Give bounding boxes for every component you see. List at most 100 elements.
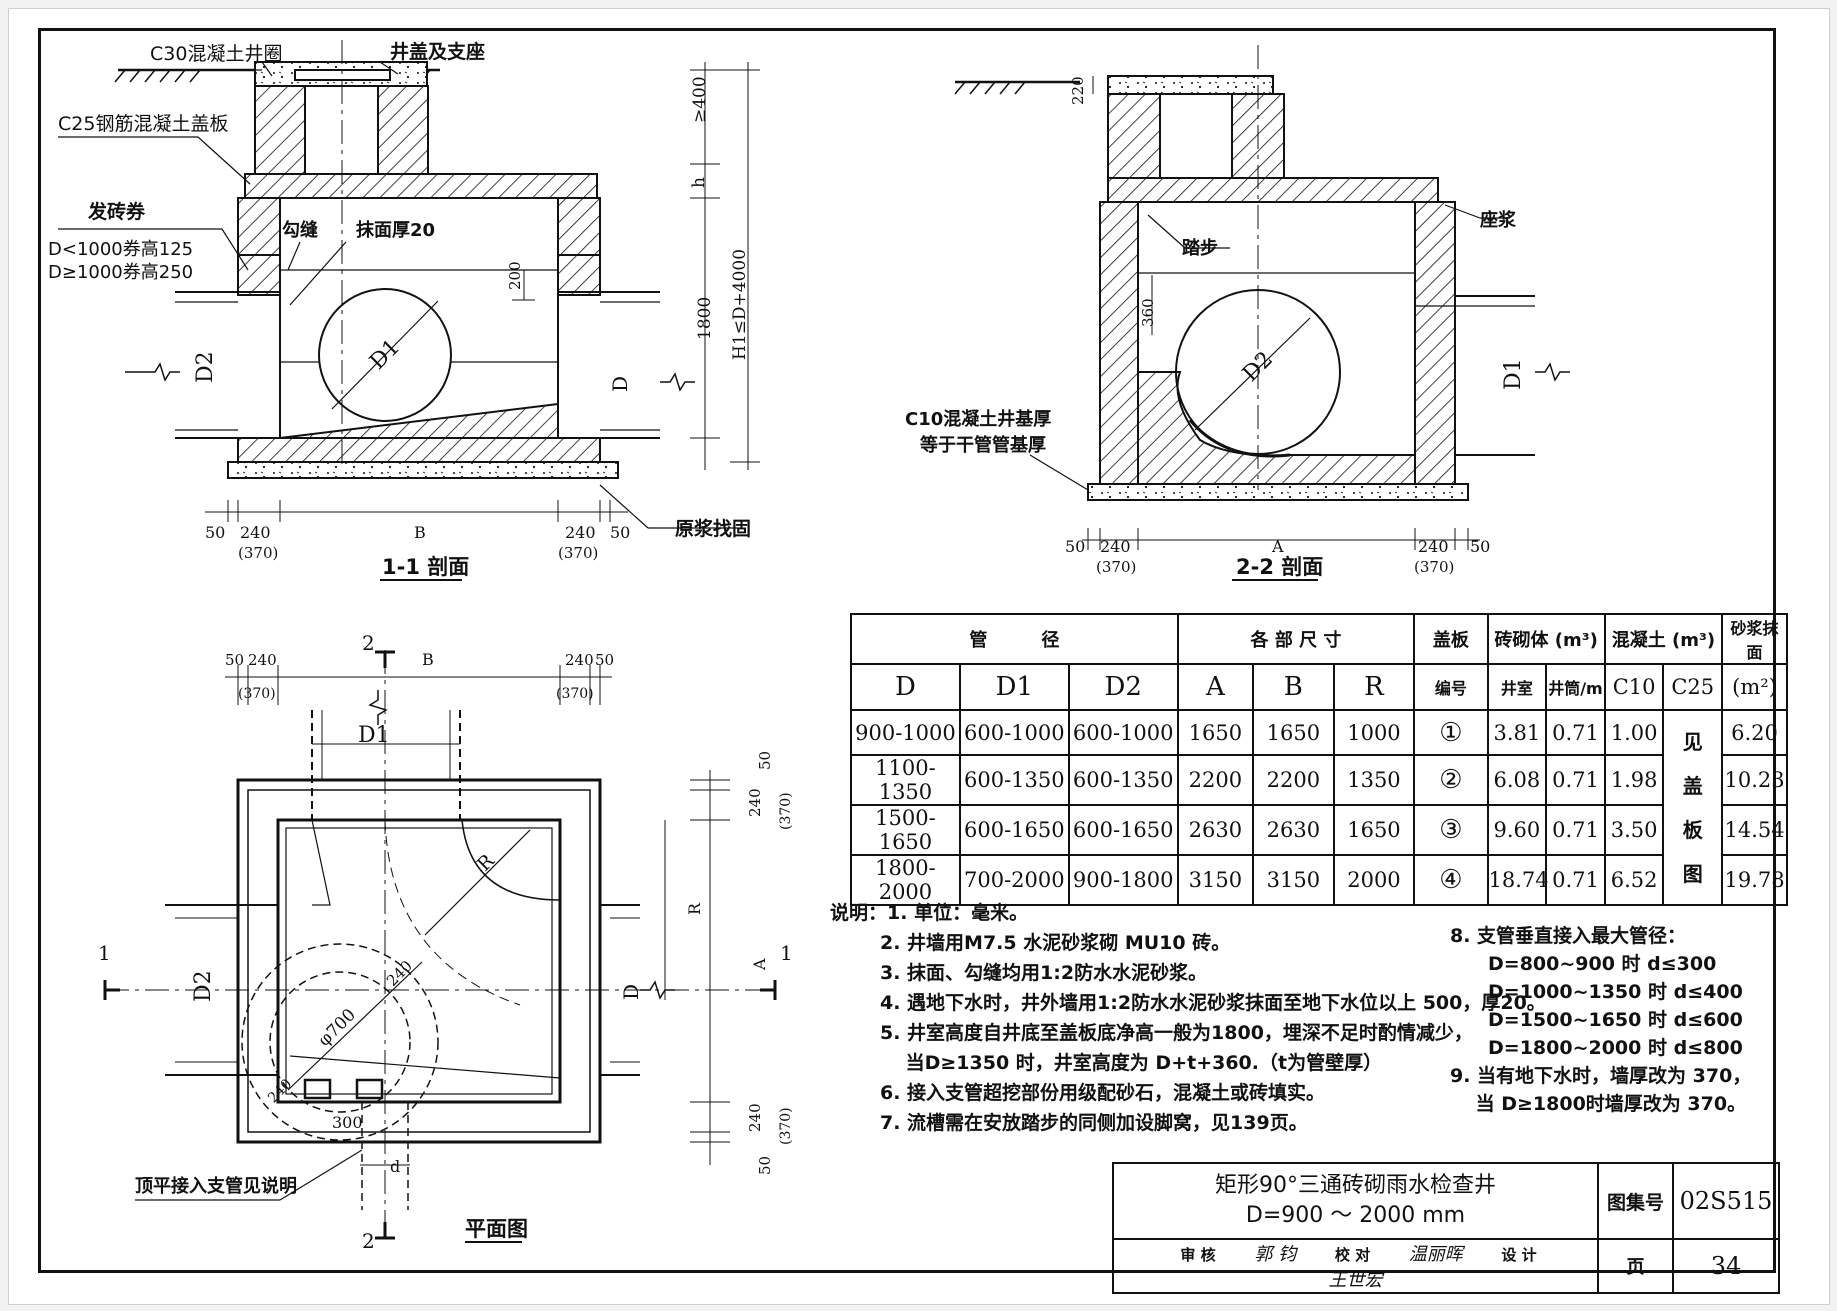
note-9: 9. 当有地下水时，墙厚改为 370， (1450, 1065, 1752, 1087)
plan-branch-note: 顶平接入支管见说明 (135, 1175, 297, 1197)
cell-b: 2630 (1252, 804, 1335, 856)
label-arch-large: D≥1000券高250 (48, 262, 193, 283)
col-shaft: 井筒/m (1545, 663, 1606, 711)
dim-2-2-50-right: 50 (1470, 537, 1490, 556)
cell-d1: 600-1650 (958, 804, 1070, 856)
plan-dim-top-50: 50 (225, 651, 244, 669)
dim-370-left: (370) (238, 544, 278, 562)
label-step: 踏步 (1182, 237, 1218, 259)
note-8-b: D=1000~1350 时 d≤400 (1450, 981, 1743, 1003)
note-9-cont: 当 D≥1800时墙厚改为 370。 (1450, 1093, 1747, 1115)
cell-d1: 600-1350 (958, 754, 1070, 806)
plan-cut-1-right: 1 (780, 941, 793, 965)
cell-shaft: 0.71 (1545, 804, 1606, 856)
col-d: D (850, 663, 961, 711)
cell-chamber: 3.81 (1486, 709, 1548, 756)
col-d2: D2 (1067, 663, 1179, 711)
plan-dim-b: B (422, 650, 434, 669)
label-arch-small: D<1000券高125 (48, 239, 193, 260)
note-8-c: D=1500~1650 时 d≤600 (1450, 1009, 1743, 1031)
plan-d2: D2 (191, 970, 216, 1002)
cell-mortar: 19.78 (1721, 854, 1788, 906)
dim-240-right: 240 (565, 523, 596, 542)
label-d: D (608, 376, 632, 392)
dim-2-2-240-right: 240 (1418, 537, 1449, 556)
designer-signature: 王世宏 (1328, 1270, 1383, 1291)
note-1: 1. 单位：毫米。 (887, 902, 1029, 924)
cell-d: 1100-1350 (850, 754, 961, 806)
c25-char-2: 盖 (1682, 773, 1703, 798)
table-group-concrete: 混凝土 (m³) (1603, 613, 1724, 665)
section-1-1-title: 1-1 剖面 (382, 555, 469, 579)
dim-1800: 1800 (695, 297, 715, 340)
cell-mortar: 14.54 (1721, 804, 1788, 856)
dim-h: h (689, 177, 709, 188)
label-base-1: C10混凝土井基厚 (905, 408, 1051, 430)
cell-chamber: 18.74 (1486, 854, 1549, 906)
plan-dim-r: R (685, 902, 704, 915)
cell-d1: 700-2000 (958, 854, 1070, 906)
table-group-pipe: 管 径 (850, 613, 1179, 665)
cell-cover-no: ② (1413, 754, 1489, 806)
note-6: 6. 接入支管超挖部份用级配砂石，混凝土或砖填实。 (880, 1082, 1326, 1104)
cell-d: 1800-2000 (850, 854, 961, 906)
dim-50-left: 50 (205, 523, 225, 542)
label-brick-arch: 发砖券 (87, 200, 146, 223)
cell-d2: 600-1650 (1067, 804, 1179, 856)
plan-dim-right-370b: (370) (778, 1107, 794, 1145)
plan-d: D (619, 984, 643, 1000)
atlas-label: 图集号 (1597, 1162, 1674, 1240)
cell-c25-merged: 见 盖 板 图 (1662, 709, 1724, 906)
col-a: A (1176, 663, 1255, 711)
page-label: 页 (1597, 1238, 1674, 1294)
cell-c10: 6.52 (1603, 854, 1665, 906)
col-d1: D1 (958, 663, 1070, 711)
cell-a: 2200 (1176, 754, 1255, 806)
cell-cover-no: ① (1413, 709, 1489, 756)
table-row: 1800-2000 700-2000 900-1800 3150 3150 20… (850, 854, 1788, 906)
col-c10: C10 (1603, 663, 1665, 711)
label-cover-slab: C25钢筋混凝土盖板 (58, 113, 228, 135)
table-group-cover: 盖板 (1413, 613, 1489, 665)
check-label: 校 对 (1334, 1246, 1371, 1264)
dim-2-2-370-right: (370) (1414, 558, 1454, 576)
plan-view (103, 650, 777, 1243)
table-row: 900-1000 600-1000 600-1000 1650 1650 100… (850, 709, 1788, 906)
plan-dim-top-240b: 240 (565, 651, 594, 669)
cell-b: 1650 (1252, 709, 1335, 756)
cell-c10: 3.50 (1603, 804, 1665, 856)
plan-dim-right-240: 240 (746, 788, 764, 817)
label-joint: 勾缝 (282, 219, 318, 241)
plan-r: R (473, 849, 499, 875)
dim-2-2-50-left: 50 (1065, 537, 1085, 556)
cell-d2: 900-1800 (1067, 854, 1179, 906)
title-block: 矩形90°三通砖砌雨水检查井 D=900 ～ 2000 mm 图集号 02S51… (1112, 1162, 1780, 1294)
c25-char-4: 图 (1682, 861, 1703, 886)
cell-cover-no: ③ (1413, 804, 1489, 856)
table-group-dims: 各 部 尺 寸 (1176, 613, 1416, 665)
plan-cut-2-top: 2 (362, 631, 375, 655)
plan-dim-right-240b: 240 (746, 1103, 764, 1132)
dim-2-2-370-left: (370) (1096, 558, 1136, 576)
label-base-2: 等于干管管基厚 (920, 434, 1046, 456)
page-number: 34 (1672, 1238, 1780, 1294)
plan-dim-top-370a: (370) (238, 686, 276, 702)
cell-r: 1650 (1332, 804, 1416, 856)
section-2-2-title: 2-2 剖面 (1236, 555, 1323, 579)
cell-r: 2000 (1332, 854, 1416, 906)
note-8-a: D=800~900 时 d≤300 (1450, 953, 1717, 975)
plan-dim-top-370b: (370) (556, 686, 594, 702)
col-r: R (1332, 663, 1416, 711)
plan-dim-right-50b: 50 (756, 1156, 774, 1175)
dim-360: 360 (1139, 298, 1157, 327)
note-2: 2. 井墙用M7.5 水泥砂浆砌 MU10 砖。 (880, 932, 1231, 954)
col-m2: (m²) (1721, 663, 1788, 711)
plan-d-small: d (390, 1157, 400, 1176)
label-plaster: 抹面厚20 (356, 219, 435, 241)
cell-b: 3150 (1252, 854, 1335, 906)
cell-a: 1650 (1176, 709, 1255, 756)
cell-mortar: 10.23 (1721, 754, 1788, 806)
cell-r: 1000 (1332, 709, 1416, 756)
col-cover-no: 编号 (1413, 663, 1489, 711)
dim-a: A (1271, 537, 1284, 556)
